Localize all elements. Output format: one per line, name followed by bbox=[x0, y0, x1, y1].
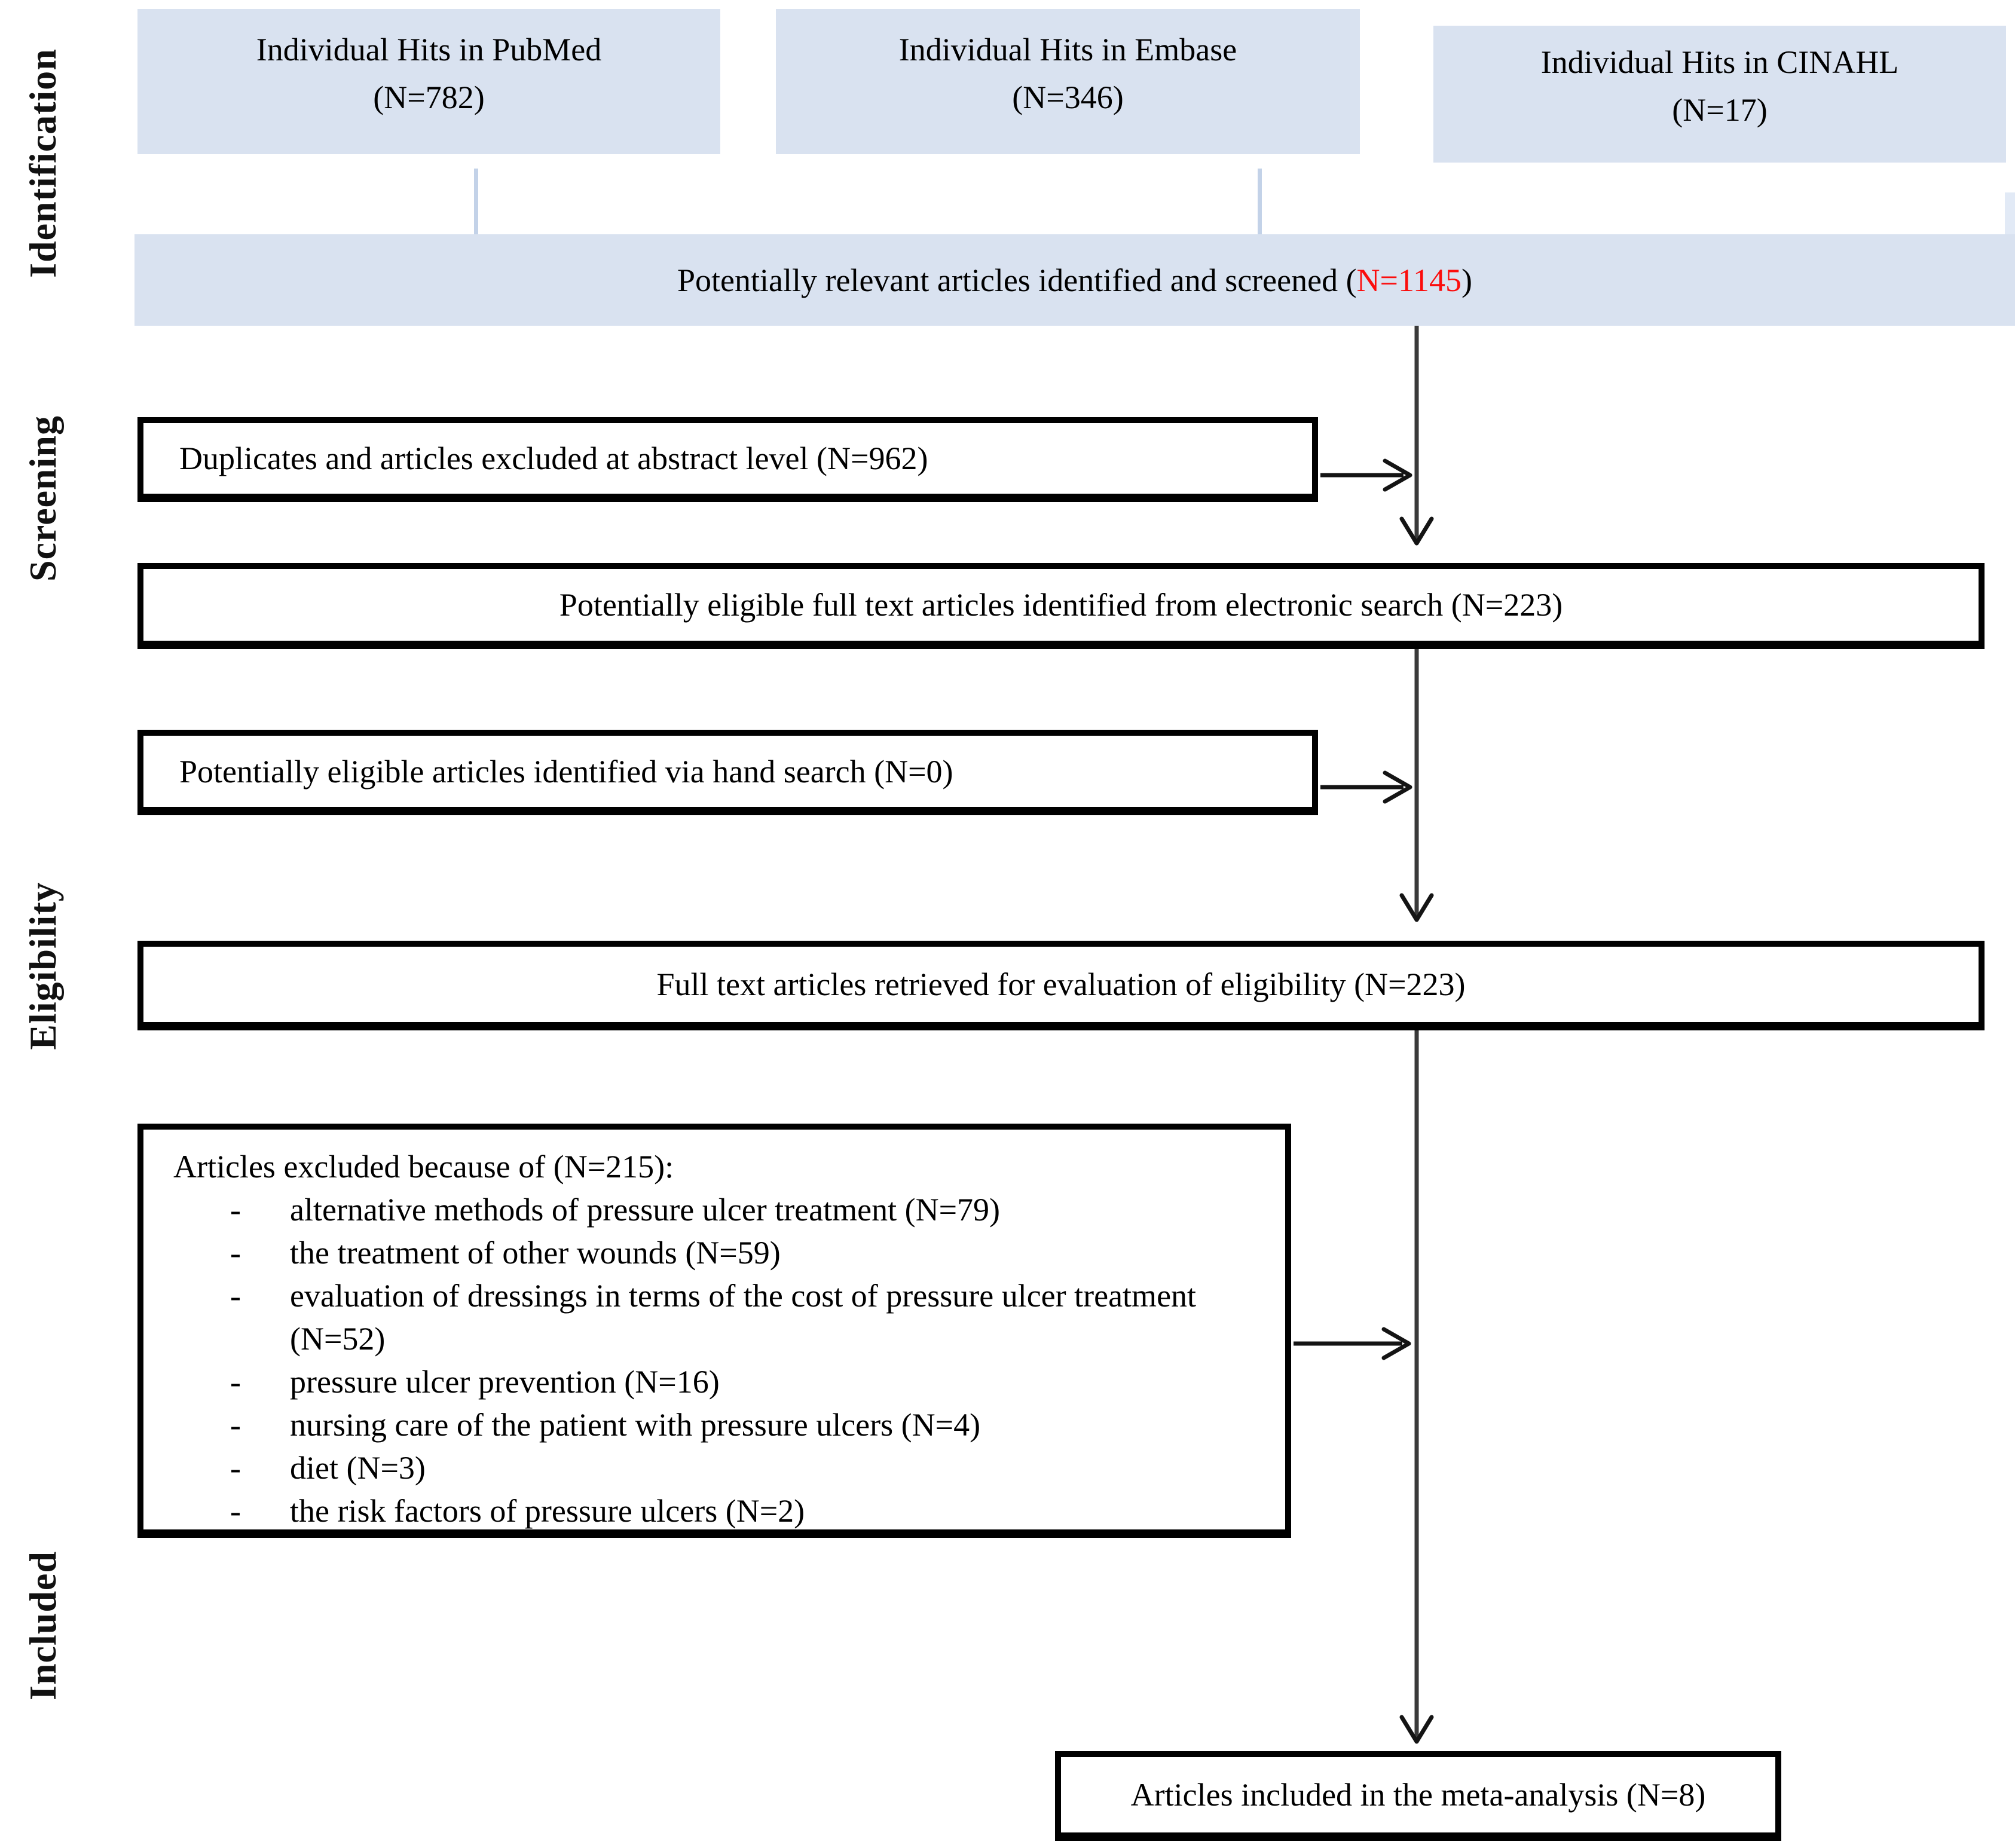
bullet-dash: - bbox=[230, 1235, 241, 1271]
box-duplicates-excluded-text: Duplicates and articles excluded at abst… bbox=[179, 440, 928, 476]
source-box-embase: Individual Hits in Embase (N=346) bbox=[776, 9, 1360, 154]
arrowhead-down-icon bbox=[1399, 893, 1434, 922]
screened-band-close-paren: ) bbox=[1461, 262, 1472, 298]
box-articles-excluded: Articles excluded because of (N=215): - a… bbox=[137, 1124, 1291, 1538]
box-full-text-retrieved: Full text articles retrieved for evaluat… bbox=[137, 941, 1985, 1030]
excluded-item: - the treatment of other wounds (N=59) bbox=[143, 1231, 1267, 1274]
excluded-item-text: evaluation of dressings in terms of the … bbox=[290, 1278, 1197, 1357]
box-hand-search: Potentially eligible articles identified… bbox=[137, 730, 1318, 815]
arrowhead-down-icon bbox=[1399, 516, 1434, 546]
screened-band: Potentially relevant articles identified… bbox=[134, 234, 2015, 326]
excluded-heading: Articles excluded because of (N=215): bbox=[173, 1149, 674, 1185]
box-electronic-search: Potentially eligible full text articles … bbox=[137, 563, 1985, 649]
excluded-item-text: alternative methods of pressure ulcer tr… bbox=[290, 1192, 1000, 1228]
box-included-meta-analysis-text: Articles included in the meta-analysis (… bbox=[1130, 1777, 1706, 1813]
bullet-dash: - bbox=[230, 1407, 241, 1443]
excluded-item: - diet (N=3) bbox=[143, 1446, 1267, 1489]
excluded-item: - the risk factors of pressure ulcers (N=… bbox=[143, 1489, 1267, 1532]
stage-label-screening: Screening bbox=[22, 415, 64, 582]
excluded-item: - evaluation of dressings in terms of the… bbox=[143, 1274, 1267, 1360]
box-included-meta-analysis: Articles included in the meta-analysis (… bbox=[1055, 1751, 1781, 1841]
box-hand-search-text: Potentially eligible articles identified… bbox=[179, 753, 953, 790]
excluded-item-text: the risk factors of pressure ulcers (N=2… bbox=[290, 1493, 805, 1529]
bullet-dash: - bbox=[230, 1450, 241, 1486]
excluded-item-text: pressure ulcer prevention (N=16) bbox=[290, 1364, 720, 1400]
bullet-dash: - bbox=[230, 1493, 241, 1529]
screened-band-count-red: N=1145 bbox=[1356, 262, 1461, 298]
screened-band-text: Potentially relevant articles identified… bbox=[677, 262, 1357, 298]
excluded-item-text: diet (N=3) bbox=[290, 1450, 426, 1486]
excluded-item: - alternative methods of pressure ulcer t… bbox=[143, 1188, 1267, 1231]
box-electronic-search-text: Potentially eligible full text articles … bbox=[559, 587, 1563, 623]
bullet-dash: - bbox=[230, 1278, 241, 1314]
source-box-cinahl-title: Individual Hits in CINAHL bbox=[1540, 44, 1899, 80]
source-box-cinahl: Individual Hits in CINAHL (N=17) bbox=[1433, 26, 2006, 163]
source-box-pubmed-title: Individual Hits in PubMed bbox=[256, 31, 602, 68]
stage-label-eligibility: Eligibility bbox=[22, 882, 64, 1050]
bullet-dash: - bbox=[230, 1364, 241, 1400]
box-duplicates-excluded: Duplicates and articles excluded at abst… bbox=[137, 417, 1318, 502]
connector-stub-cinahl bbox=[2005, 192, 2015, 234]
connector-stub-embase bbox=[1258, 169, 1262, 234]
arrowhead-right-icon bbox=[1383, 458, 1412, 492]
excluded-item-text: the treatment of other wounds (N=59) bbox=[290, 1235, 781, 1271]
connector-stub-pubmed bbox=[474, 169, 478, 234]
source-box-embase-title: Individual Hits in Embase bbox=[898, 31, 1237, 68]
stage-label-identification: Identification bbox=[22, 48, 64, 278]
source-box-embase-count: (N=346) bbox=[1012, 79, 1124, 115]
source-box-cinahl-count: (N=17) bbox=[1672, 91, 1768, 128]
source-box-pubmed-count: (N=782) bbox=[373, 79, 485, 115]
excluded-item: - pressure ulcer prevention (N=16) bbox=[143, 1360, 1267, 1403]
excluded-item-text: nursing care of the patient with pressur… bbox=[290, 1407, 981, 1443]
arrowhead-right-icon bbox=[1381, 1327, 1411, 1360]
excluded-item: - nursing care of the patient with pressu… bbox=[143, 1403, 1267, 1446]
box-full-text-retrieved-text: Full text articles retrieved for evaluat… bbox=[656, 966, 1466, 1002]
source-box-pubmed: Individual Hits in PubMed (N=782) bbox=[137, 9, 720, 154]
stage-label-included: Included bbox=[22, 1551, 64, 1700]
arrowhead-right-icon bbox=[1383, 770, 1412, 804]
arrowhead-down-icon bbox=[1399, 1715, 1434, 1744]
bullet-dash: - bbox=[230, 1192, 241, 1228]
